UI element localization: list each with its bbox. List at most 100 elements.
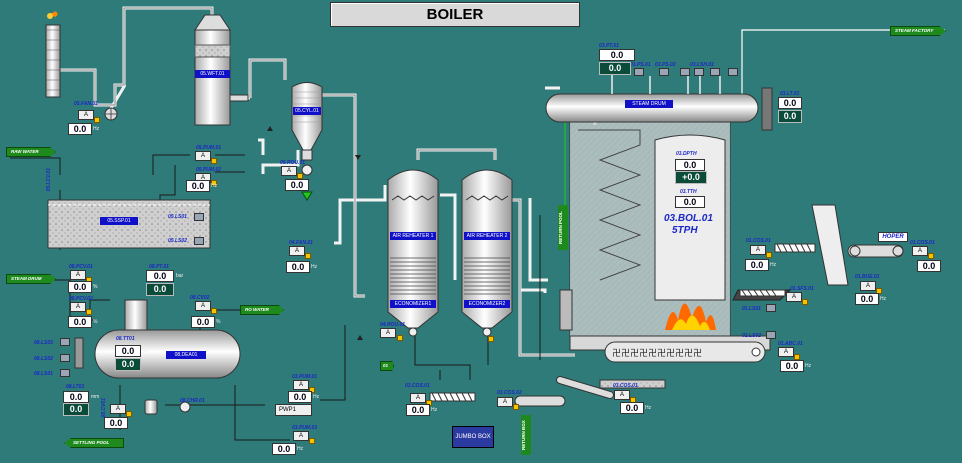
tt-08-unit: oC (143, 348, 150, 354)
pump-05-2-lock-icon (211, 180, 217, 186)
ls-05-1-tag: 05.LS01 (168, 214, 187, 220)
lsh-indicator-4 (728, 68, 738, 76)
cv-08-2-auto-button[interactable]: A (195, 301, 211, 311)
pump-03-1-lock-icon (309, 387, 315, 393)
pump-03-1-auto-button[interactable]: A (293, 380, 309, 390)
raw-water-tag: RAW WATER (6, 147, 56, 157)
lsh-03-tag: 03.LSH.01 (690, 62, 714, 68)
pcv-08-1-auto-button[interactable]: A (70, 270, 86, 280)
lt-08-tag: 08.LT01 (66, 384, 85, 390)
screw-03-auto-button[interactable]: A (410, 393, 426, 403)
lcv-05-tag: 05.LCV.01 (46, 168, 52, 192)
dpth-03-unit: % (707, 162, 712, 168)
conveyor-01-auto-button[interactable]: A (912, 246, 928, 256)
screw-01-lock-icon (766, 252, 772, 258)
bue-01-lock-icon (876, 288, 882, 294)
ls-01-2-tag: 01.LS02 (742, 333, 761, 339)
screw-03-2-lock-icon (513, 404, 519, 410)
pump-selector[interactable]: PWP1 (275, 404, 312, 416)
lsh-indicator-2 (694, 68, 704, 76)
conveyor-01-value: 0.0 (917, 260, 941, 272)
pump-03-3-value: 0.0 (272, 443, 296, 455)
lt-08-value: 0.0 (63, 391, 89, 403)
economizer-1-band: ECONOMIZER1 (390, 300, 436, 308)
pump-03-1-value: 0.0 (288, 391, 312, 403)
ls-08-3-indicator (60, 338, 70, 346)
steam-factory-tag: STEAM FACTORY (890, 26, 946, 36)
fan-05-unit: Hz (93, 126, 100, 132)
ls-01-indicator (766, 304, 776, 312)
lt-03-display: 0.0 (778, 110, 802, 123)
ro-water-tag: RO WATER (240, 305, 284, 315)
ls-08-1-indicator (60, 369, 70, 377)
fan-04-auto-button[interactable]: A (289, 246, 305, 256)
pump-05-2-tag: 05.PUM.02 (196, 167, 222, 173)
pcv-08-2-tag: 08.PCV.02 (69, 296, 93, 302)
pt-03-display: 0.0 (599, 62, 631, 75)
rotary-05-value: 0.0 (285, 179, 309, 191)
rotary-05-tag: 05.ROU.01 (280, 160, 306, 166)
pump-03-3-unit: Hz (297, 446, 304, 452)
screw-01-value: 0.0 (745, 259, 769, 271)
screw-03-2-auto-button[interactable]: A (497, 397, 513, 407)
steam-drum-inlet-tag: STEAM DRUM (6, 274, 56, 284)
lsh-indicator-3 (710, 68, 720, 76)
rotary-04-auto-button[interactable]: A (380, 328, 396, 338)
chimney (45, 11, 61, 98)
cv-08-2-tag: 08.CV02 (190, 295, 210, 301)
ls-08-3-tag: 08.LS03 (34, 340, 53, 346)
pump-03-3-lock-icon (309, 438, 315, 444)
ps-03-2-tag: 03.PS.02 (655, 62, 676, 68)
dpth-03-value: 0.0 (675, 159, 705, 171)
pt-08-unit: bar (176, 273, 184, 279)
air-reheater-1-band: AIR REHEATER 1 (390, 232, 436, 240)
conveyor-03-value: 0.0 (620, 402, 644, 414)
conveyor-03-tag: 03.COS.01 (613, 383, 638, 389)
abc-01-unit: Hz (805, 363, 812, 369)
lt-08-display: 0.0 (63, 403, 89, 416)
conveyor-01-tag: 01.COS.01 (910, 240, 935, 246)
abc-01-auto-button[interactable]: A (778, 347, 794, 357)
scrubber-tag: 05.WFT.01 (195, 70, 230, 78)
steam-drum-band: STEAM DRUM (625, 100, 673, 108)
fan-04-unit: Hz (311, 264, 318, 270)
page-title: BOILER (330, 2, 580, 27)
ls-05-2-indicator (194, 237, 204, 245)
jumbo-box[interactable]: JUMBO BOX (452, 426, 494, 448)
bue-01-auto-button[interactable]: A (860, 281, 876, 291)
screw-01-unit: Hz (770, 262, 777, 268)
tt-08-display: 0.0 (115, 358, 141, 371)
tt-08-value: 0.0 (115, 345, 141, 357)
pcv-08-2-unit: % (93, 319, 98, 325)
lt-03-value: 0.0 (778, 97, 802, 109)
rotary-05-auto-button[interactable]: A (281, 166, 297, 176)
pump-05-1-auto-button[interactable]: A (195, 151, 211, 161)
cv-08-1-value: 0.0 (104, 417, 128, 429)
bue-01-unit: Hz (880, 296, 887, 302)
screw-03-tag: 03.COS.01 (405, 383, 430, 389)
sfs-01-lock-icon (802, 299, 808, 305)
screw-01-auto-button[interactable]: A (750, 245, 766, 255)
settling-pool-band: 05.SSP.01 (100, 217, 138, 225)
deaerator-band: 08.DEA01 (166, 351, 206, 359)
cv-08-1-tag: 08.CV01 (101, 398, 107, 418)
bue-01-tag: 01.BUE.01 (855, 274, 880, 280)
sfs-01-auto-button[interactable]: A (786, 292, 802, 302)
screw-03-2-tag: 03.COS.02 (497, 390, 522, 396)
cv-08-2-unit: % (216, 319, 221, 325)
conveyor-03-unit: Hz (645, 405, 652, 411)
tth-03-tag: 03.TTH (680, 189, 697, 195)
pcv-08-2-lock-icon (86, 309, 92, 315)
rotary-04-lock-icon (397, 335, 403, 341)
cv-08-1-auto-button[interactable]: A (110, 404, 126, 414)
conveyor-03-auto-button[interactable]: A (614, 390, 630, 400)
abc-01-tag: 01.ABC.01 (778, 341, 803, 347)
fan-05-auto-button[interactable]: A (78, 110, 94, 120)
ls-05-1-indicator (194, 213, 204, 221)
bue-01-value: 0.0 (855, 293, 879, 305)
tth-03-value: 0.0 (675, 196, 705, 208)
sfs-01-tag: 01.SFS.01 (790, 286, 814, 292)
pump-03-3-auto-button[interactable]: A (293, 431, 309, 441)
pcv-08-2-auto-button[interactable]: A (70, 302, 86, 312)
